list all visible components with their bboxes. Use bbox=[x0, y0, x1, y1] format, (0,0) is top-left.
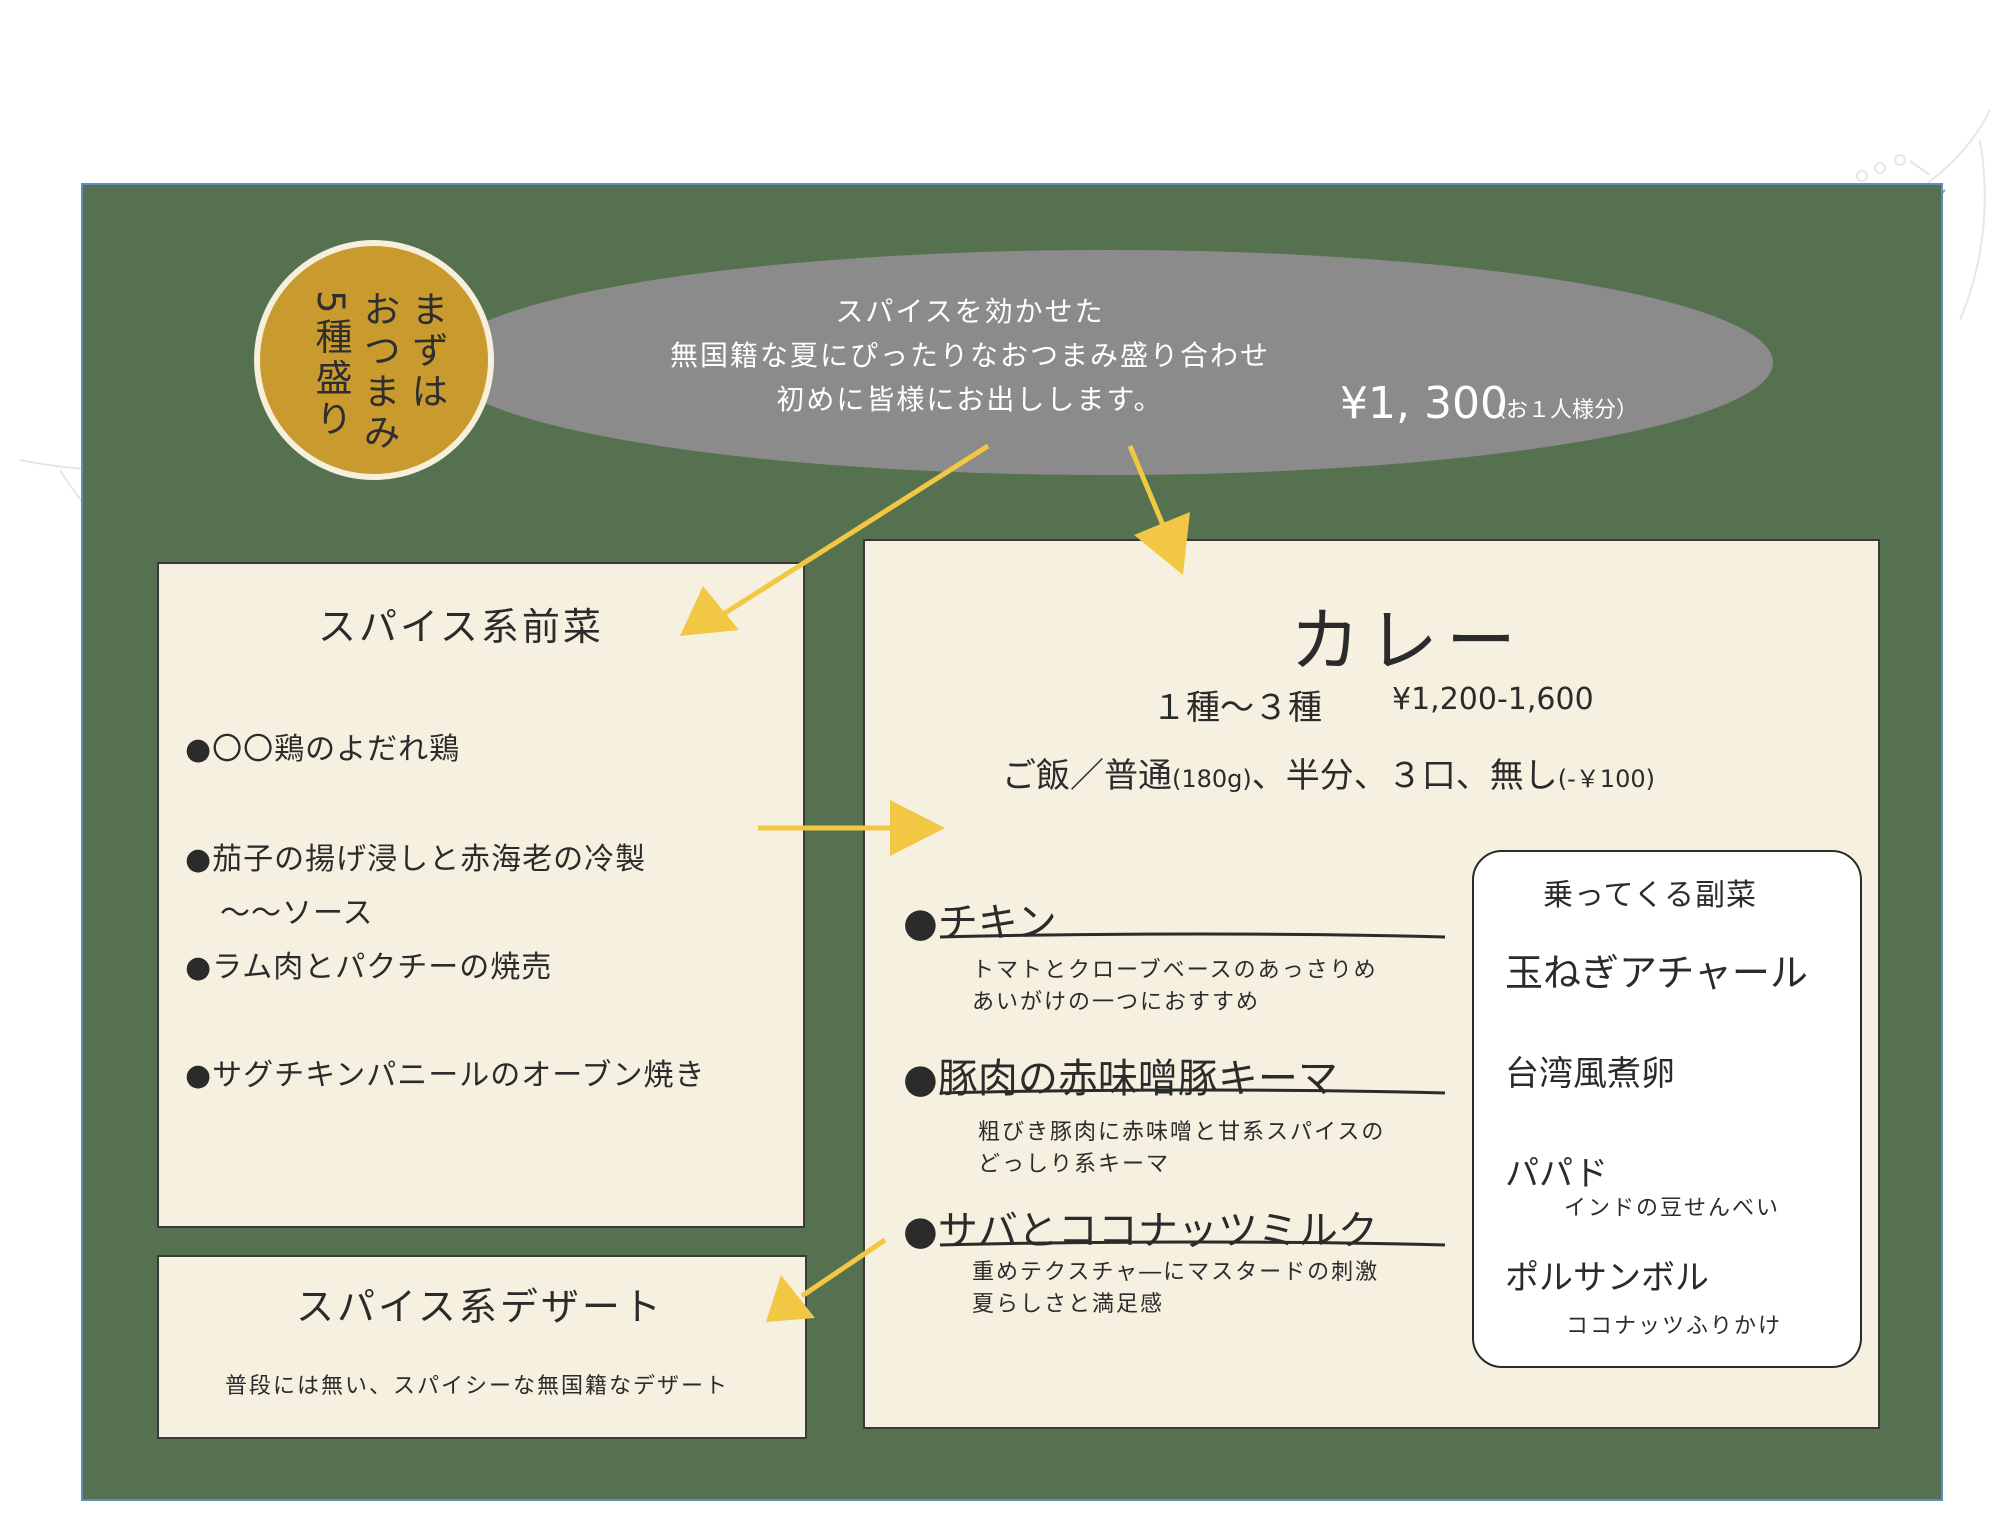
appetizer-panel bbox=[157, 562, 805, 1228]
curry-count: １種〜３種 bbox=[1152, 688, 1322, 728]
rice-prefix: ご飯／普通 bbox=[1002, 756, 1172, 796]
rice-weight: (180g) bbox=[1172, 765, 1252, 793]
curry-item-name: ●サバとココナッツミルク bbox=[903, 1208, 1378, 1254]
rice-options-line: ご飯／普通(180g)、半分、３口、無し(-￥100) bbox=[1002, 748, 1655, 797]
intro-line-2: 無国籍な夏にぴったりなおつまみ盛り合わせ bbox=[669, 339, 1270, 372]
intro-price: ¥1, 300 bbox=[1340, 378, 1508, 429]
curry-item-name: ●豚肉の赤味噌豚キーマ bbox=[903, 1056, 1338, 1102]
curry-item-desc: 夏らしさと満足感 bbox=[972, 1292, 1165, 1317]
side-dishes-title: 乗ってくる副菜 bbox=[1543, 878, 1757, 913]
underline-stroke bbox=[939, 1088, 1446, 1095]
badge-circle: まずは おつまみ 5種盛り bbox=[254, 240, 494, 480]
side-dish-note: インドの豆せんべい bbox=[1564, 1196, 1781, 1221]
underline-stroke bbox=[939, 1240, 1446, 1247]
arrow-to-appetizers bbox=[720, 443, 990, 618]
side-dish-note: ココナッツふりかけ bbox=[1566, 1314, 1783, 1339]
side-dish-name: パパド bbox=[1505, 1154, 1609, 1194]
appetizer-item-cont: 〜〜ソース bbox=[220, 896, 374, 931]
intro-line-3: 初めに皆様にお出しします。 bbox=[776, 383, 1164, 416]
underline-stroke bbox=[939, 932, 1446, 939]
arrow-to-curry bbox=[1127, 445, 1168, 531]
intro-price-note: （お１人様分） bbox=[1484, 398, 1639, 423]
intro-bubble bbox=[440, 250, 1773, 475]
badge-line-3: 5種盛り bbox=[309, 290, 352, 441]
side-dishes-box bbox=[1472, 850, 1862, 1368]
appetizer-item: ●茄子の揚げ浸しと赤海老の冷製 bbox=[185, 842, 647, 877]
arrow-head-icon bbox=[890, 800, 945, 856]
side-dish-name: 台湾風煮卵 bbox=[1505, 1054, 1675, 1094]
curry-price: ¥1,200-1,600 bbox=[1392, 682, 1594, 717]
curry-item-desc: トマトとクローブベースのあっさりめ bbox=[972, 958, 1378, 983]
badge-line-1: まずは bbox=[405, 290, 448, 413]
dessert-title: スパイス系デザート bbox=[296, 1285, 664, 1329]
arrow-head-icon bbox=[766, 1275, 815, 1322]
side-dish-name: ポルサンボル bbox=[1505, 1258, 1709, 1298]
badge-line-2: おつまみ bbox=[357, 290, 400, 454]
arrow-head-icon bbox=[680, 586, 739, 636]
curry-title: カレー bbox=[1290, 600, 1524, 682]
appetizer-item: ●サグチキンパニールのオーブン焼き bbox=[185, 1058, 706, 1093]
intro-line-1: スパイスを効かせた bbox=[835, 295, 1105, 328]
curry-item-name: ●チキン bbox=[903, 900, 1057, 946]
curry-item-desc: どっしり系キーマ bbox=[978, 1152, 1171, 1177]
rice-options: 、半分、３口、無し bbox=[1251, 756, 1558, 796]
dessert-description: 普段には無い、スパイシーな無国籍なデザート bbox=[225, 1374, 730, 1399]
curry-item-desc: 粗びき豚肉に赤味噌と甘系スパイスの bbox=[978, 1120, 1386, 1145]
arrow-to-dessert bbox=[800, 1237, 887, 1299]
curry-item-desc: 重めテクスチャ―にマスタードの刺激 bbox=[972, 1260, 1380, 1285]
appetizer-item: ●ラム肉とパクチーの焼売 bbox=[185, 950, 553, 985]
rice-discount: (-￥100) bbox=[1557, 765, 1655, 793]
side-dish-name: 玉ねぎアチャール bbox=[1505, 951, 1808, 995]
appetizer-item: ●〇〇鶏のよだれ鶏 bbox=[185, 732, 461, 767]
dessert-panel bbox=[157, 1255, 807, 1439]
curry-item-desc: あいがけの一つにおすすめ bbox=[972, 990, 1261, 1015]
arrow-head-icon bbox=[1134, 512, 1190, 575]
appetizer-title: スパイス系前菜 bbox=[318, 605, 604, 649]
